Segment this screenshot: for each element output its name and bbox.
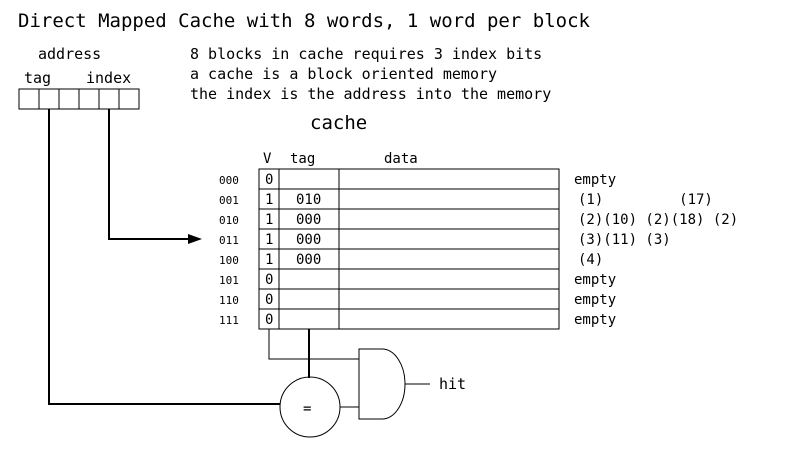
note-index-bits: 8 blocks in cache requires 3 index bits bbox=[190, 45, 542, 63]
valid-bit: 0 bbox=[265, 312, 273, 328]
and-gate-icon bbox=[358, 348, 406, 420]
cache-row: 011 1 000 (3)(11) (3) bbox=[219, 232, 671, 248]
valid-bit: 1 bbox=[265, 232, 273, 248]
data-column-header: data bbox=[384, 151, 418, 167]
valid-bit: 1 bbox=[265, 192, 273, 208]
access-history: empty bbox=[574, 312, 616, 328]
tag-value: 010 bbox=[296, 192, 321, 208]
tag-field-label: tag bbox=[24, 69, 51, 87]
note-index-address: the index is the address into the memory bbox=[190, 85, 551, 103]
access-history: empty bbox=[574, 172, 616, 188]
cache-title: cache bbox=[310, 112, 367, 134]
comparator-symbol: = bbox=[303, 401, 311, 417]
cache-row: 001 1 010 (1) (17) bbox=[219, 192, 713, 208]
address-label: address bbox=[38, 45, 101, 63]
cache-table bbox=[258, 168, 560, 330]
access-history: (4) bbox=[578, 252, 603, 268]
tag-value: 000 bbox=[296, 212, 321, 228]
valid-column-header: V bbox=[263, 151, 272, 167]
access-history: empty bbox=[574, 292, 616, 308]
cache-row: 101 0 empty bbox=[219, 272, 616, 288]
access-history: (1) (17) bbox=[578, 192, 713, 208]
row-index: 111 bbox=[219, 314, 239, 327]
index-wire bbox=[108, 109, 202, 244]
cache-row: 111 0 empty bbox=[219, 312, 616, 328]
access-history: empty bbox=[574, 272, 616, 288]
tag-value: 000 bbox=[296, 252, 321, 268]
diagram-title: Direct Mapped Cache with 8 words, 1 word… bbox=[18, 10, 591, 32]
access-history: (2)(10) (2)(18) (2) bbox=[578, 212, 738, 228]
valid-bit: 1 bbox=[265, 252, 273, 268]
tag-wire bbox=[48, 109, 280, 405]
valid-bit: 0 bbox=[265, 272, 273, 288]
tag-column-header: tag bbox=[290, 151, 315, 167]
valid-wire bbox=[268, 329, 359, 360]
note-block-oriented: a cache is a block oriented memory bbox=[190, 65, 497, 83]
cache-row: 010 1 000 (2)(10) (2)(18) (2) bbox=[219, 212, 738, 228]
row-index: 000 bbox=[219, 174, 239, 187]
access-history: (3)(11) (3) bbox=[578, 232, 671, 248]
row-index: 001 bbox=[219, 194, 239, 207]
tag-value: 000 bbox=[296, 232, 321, 248]
valid-bit: 0 bbox=[265, 292, 273, 308]
row-index: 010 bbox=[219, 214, 239, 227]
cache-row: 100 1 000 (4) bbox=[219, 252, 603, 268]
address-register bbox=[18, 88, 140, 110]
row-index: 101 bbox=[219, 274, 239, 287]
valid-bit: 1 bbox=[265, 212, 273, 228]
index-field-label: index bbox=[86, 69, 131, 87]
cache-row: 000 0 empty bbox=[219, 172, 616, 188]
row-index: 011 bbox=[219, 234, 239, 247]
comparator: = bbox=[279, 376, 341, 438]
valid-bit: 0 bbox=[265, 172, 273, 188]
cache-row: 110 0 empty bbox=[219, 292, 616, 308]
arrow-head-icon bbox=[188, 234, 202, 244]
row-index: 110 bbox=[219, 294, 239, 307]
hit-label: hit bbox=[439, 375, 466, 393]
row-index: 100 bbox=[219, 254, 239, 267]
